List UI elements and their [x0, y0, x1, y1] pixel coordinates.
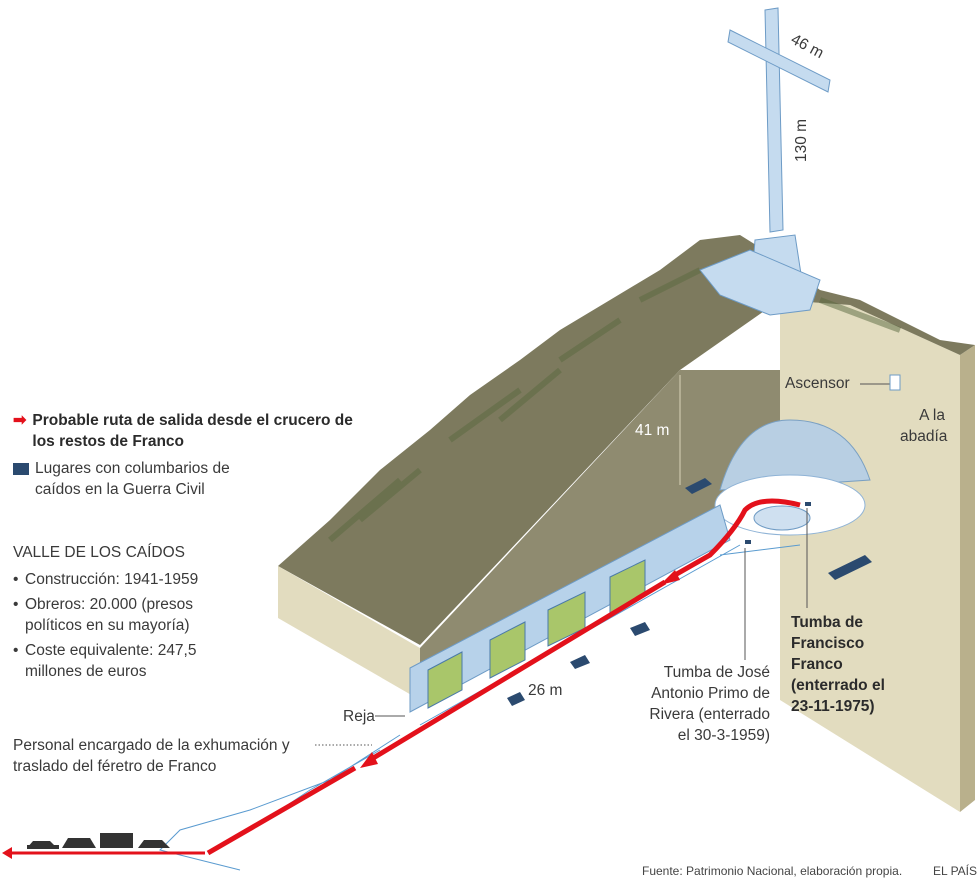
- car-body: [27, 845, 59, 849]
- route-arrowhead: [360, 752, 378, 768]
- columbarium-marker: [828, 555, 872, 580]
- columbarium-marker: [685, 478, 712, 494]
- legend-columbarium: Lugares con columbarios de caídos en la …: [13, 458, 393, 500]
- bullet: •: [13, 571, 19, 588]
- columbarium-marker: [630, 622, 650, 636]
- columbarium-markers: [507, 478, 872, 706]
- section-face: [420, 370, 780, 690]
- legend-columbarium-label: Lugares con columbarios de caídos en la …: [35, 460, 230, 498]
- elevator-label: Ascensor: [785, 375, 850, 392]
- tunnel-width-label: 26 m: [528, 682, 563, 699]
- exit-route-outside: [206, 765, 357, 856]
- route-arrowhead: [660, 570, 680, 585]
- exit-route: [368, 498, 801, 763]
- mountain: [278, 235, 975, 645]
- car-icon: [138, 840, 170, 848]
- cross-height-label: 130 m: [793, 118, 811, 163]
- fact-item: • Construcción: 1941-1959: [13, 569, 243, 590]
- right-wall-edge: [960, 345, 975, 812]
- franco-tomb-label: Tumba de Francisco Franco (enterrado el …: [791, 614, 885, 715]
- bullet: •: [13, 596, 19, 613]
- gate-label: Reja: [343, 708, 375, 725]
- mountain-texture: [328, 267, 902, 543]
- cross: [699, 7, 831, 316]
- columbarium-swatch-icon: [13, 463, 29, 475]
- chapel: [489, 621, 526, 679]
- road-arrowhead: [2, 847, 12, 859]
- hearse-icon: [62, 838, 96, 848]
- fact-item: • Coste equivalente: 247,5 millones de eu…: [13, 640, 243, 682]
- left-cut-wall: [278, 566, 420, 700]
- fact-item: • Obreros: 20.000 (presos políticos en su…: [13, 594, 243, 636]
- red-arrow-icon: ➡: [13, 412, 27, 429]
- bullet: •: [13, 642, 19, 659]
- fact-text: Coste equivalente: 247,5 millones de eur…: [25, 642, 197, 680]
- legend-route-label: Probable ruta de salida desde el crucero…: [32, 412, 353, 450]
- chapel: [427, 651, 463, 709]
- facts-box: VALLE DE LOS CAÍDOS • Construcción: 1941-…: [13, 542, 243, 682]
- facts-title: VALLE DE LOS CAÍDOS: [13, 544, 185, 561]
- cross-platform: [699, 249, 821, 316]
- cross-arm: [727, 29, 831, 93]
- brand: EL PAÍS: [933, 864, 978, 878]
- jose-antonio-tomb-label: Tumba de José Antonio Primo de Rivera (e…: [649, 664, 770, 744]
- vehicles: [27, 833, 170, 849]
- dome-height-label: 41 m: [635, 422, 670, 439]
- personnel-label: Personal encargado de la exhumación y tr…: [13, 737, 290, 775]
- van-icon: [100, 833, 133, 848]
- altar: [753, 505, 811, 531]
- columbarium-marker: [570, 655, 590, 669]
- cross-shaft: [764, 7, 784, 233]
- columbarium-marker: [507, 692, 525, 706]
- legend-route: ➡ Probable ruta de salida desde el cruce…: [13, 410, 393, 452]
- dome: [719, 419, 871, 491]
- fact-text: Construcción: 1941-1959: [25, 571, 199, 588]
- source-note: Fuente: Patrimonio Nacional, elaboración…: [642, 864, 903, 878]
- elevator-icon: [889, 374, 901, 391]
- abbey-label: A la abadía: [900, 407, 948, 445]
- fact-text: Obreros: 20.000 (presos políticos en su …: [25, 596, 194, 634]
- nave-chapels: [427, 559, 646, 709]
- legend: ➡ Probable ruta de salida desde el cruce…: [13, 410, 393, 500]
- tomb-marker: [745, 540, 751, 544]
- tomb-marker: [805, 502, 811, 506]
